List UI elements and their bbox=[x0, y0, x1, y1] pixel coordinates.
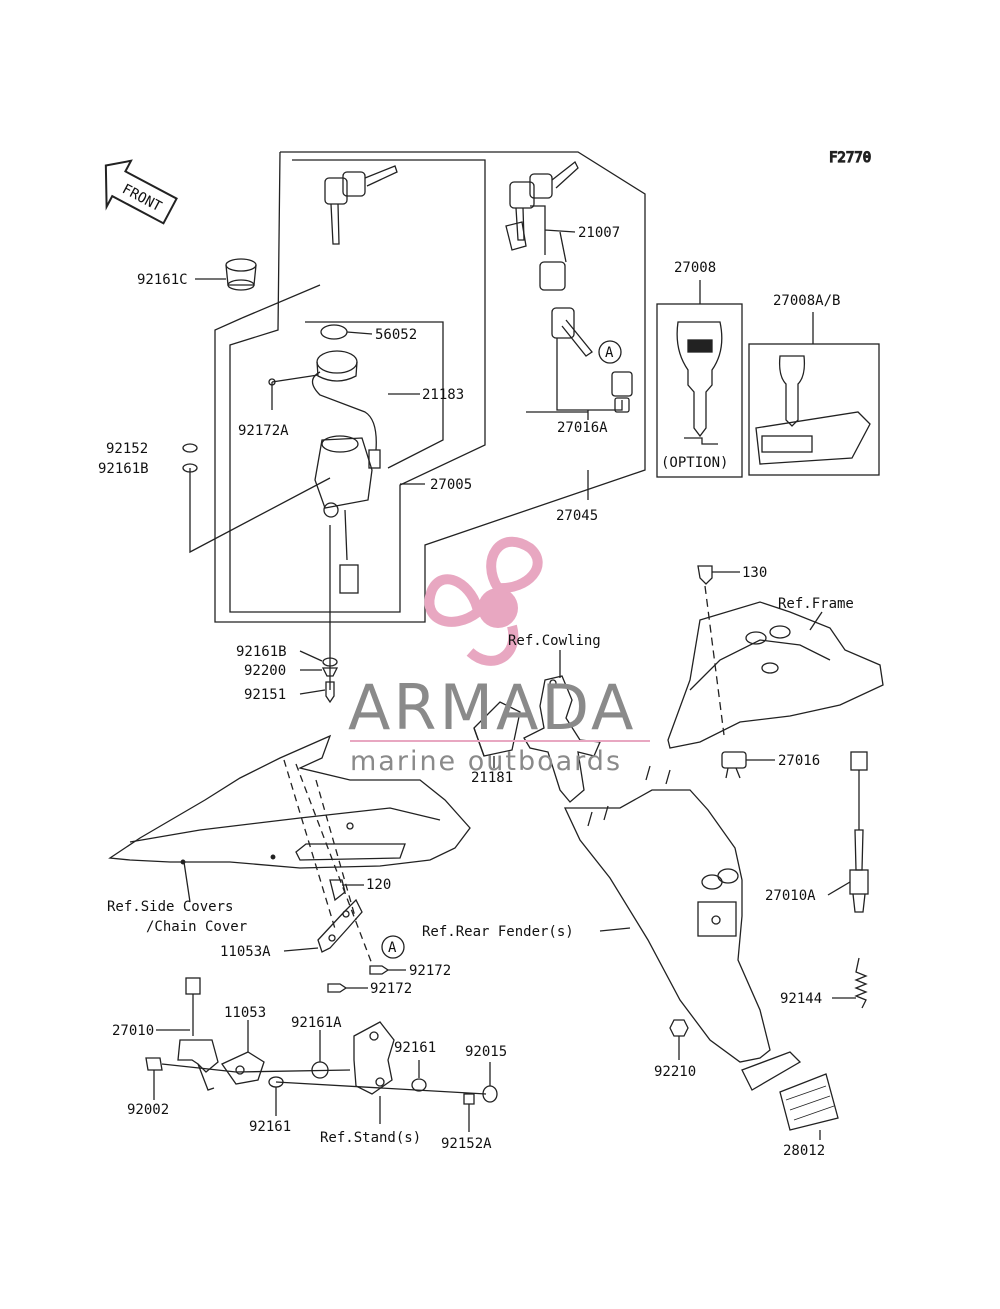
key-21007-left-icon bbox=[324, 165, 398, 245]
bolt-92151-icon bbox=[325, 681, 335, 704]
nut-92210-icon bbox=[669, 1019, 689, 1037]
watermark-brand: ARMADA bbox=[348, 671, 636, 744]
callout-92151: 92151 bbox=[244, 687, 286, 703]
callout-92161b-top: 92161B bbox=[98, 461, 149, 477]
callout-92200: 92200 bbox=[244, 663, 286, 679]
ref-side-covers-label: Ref.Side Covers bbox=[107, 899, 233, 915]
callout-11053: 11053 bbox=[224, 1005, 266, 1021]
callout-27016a: 27016A bbox=[557, 420, 608, 436]
set-outline-27045 bbox=[214, 151, 646, 623]
callout-92002: 92002 bbox=[127, 1102, 169, 1118]
callout-92210: 92210 bbox=[654, 1064, 696, 1080]
key-27008ab-icon bbox=[755, 355, 871, 465]
callout-92161-b: 92161 bbox=[249, 1119, 291, 1135]
washer-92161-a-icon bbox=[411, 1078, 427, 1092]
key-21007-right-icon bbox=[505, 160, 579, 251]
callout-27008ab: 27008A/B bbox=[773, 293, 840, 309]
leader-92161b-top bbox=[189, 468, 331, 554]
reflector-28012-icon bbox=[741, 1051, 839, 1131]
option-label: (OPTION) bbox=[661, 455, 728, 471]
callout-92015: 92015 bbox=[465, 1044, 507, 1060]
callout-92172-a: 92172 bbox=[409, 963, 451, 979]
front-arrow-icon: FRONT bbox=[104, 159, 178, 225]
ref-rear-fender-label: Ref.Rear Fender(s) bbox=[422, 924, 574, 940]
callout-21181: 21181 bbox=[471, 770, 513, 786]
watermark-logo-icon bbox=[424, 536, 543, 666]
washer-92152-icon bbox=[182, 443, 198, 453]
callout-92172-b: 92172 bbox=[370, 981, 412, 997]
callout-92161a: 92161A bbox=[291, 1015, 342, 1031]
callout-28012: 28012 bbox=[783, 1143, 825, 1159]
ref-stand-label: Ref.Stand(s) bbox=[320, 1130, 421, 1146]
callout-92161b-bottom: 92161B bbox=[236, 644, 287, 660]
callout-92152a: 92152A bbox=[441, 1136, 492, 1152]
callout-27005: 27005 bbox=[430, 477, 472, 493]
stand-ref-icon bbox=[353, 1021, 395, 1095]
cap-92161c-icon bbox=[225, 258, 257, 291]
callout-92152: 92152 bbox=[106, 441, 148, 457]
spring-92144-icon bbox=[854, 957, 868, 1009]
key-27016a-icon bbox=[539, 231, 633, 413]
figure-code: F2770 bbox=[829, 150, 871, 166]
marker-a-2: A bbox=[388, 940, 397, 956]
callout-21183: 21183 bbox=[422, 387, 464, 403]
set-outline-21183 bbox=[305, 321, 444, 469]
switch-27016-icon bbox=[721, 751, 747, 779]
switch-27010-icon bbox=[177, 977, 219, 1091]
bracket-11053-icon bbox=[221, 1051, 265, 1085]
frame-ref-icon bbox=[667, 601, 884, 749]
bolt-120-icon bbox=[329, 879, 346, 902]
callout-56052: 56052 bbox=[375, 327, 417, 343]
marker-a-1: A bbox=[605, 345, 614, 361]
antenna-21183-icon bbox=[311, 350, 381, 469]
chain-cover-label: /Chain Cover bbox=[146, 919, 247, 935]
watermark-tagline: marine outboards bbox=[350, 746, 622, 777]
screw-92172-b-icon bbox=[327, 983, 348, 993]
washer-92200-icon bbox=[321, 667, 339, 677]
side-cover-ref-icon bbox=[108, 734, 471, 869]
bracket-11053a-icon bbox=[317, 898, 363, 953]
callout-92161c: 92161C bbox=[137, 272, 188, 288]
ref-frame-label: Ref.Frame bbox=[778, 596, 854, 612]
callout-120: 120 bbox=[366, 877, 391, 893]
callout-11053a: 11053A bbox=[220, 944, 271, 960]
washer-92161b-icon bbox=[182, 463, 198, 473]
callout-27010a: 27010A bbox=[765, 888, 816, 904]
callout-92144: 92144 bbox=[780, 991, 822, 1007]
key-27008-icon bbox=[676, 321, 723, 445]
ref-cowling-label: Ref.Cowling bbox=[508, 633, 601, 649]
callout-27045: 27045 bbox=[556, 508, 598, 524]
callout-92161-a: 92161 bbox=[394, 1040, 436, 1056]
callout-27008: 27008 bbox=[674, 260, 716, 276]
key-27008-box bbox=[656, 303, 743, 478]
key-27008ab-box bbox=[748, 343, 880, 476]
callout-27010: 27010 bbox=[112, 1023, 154, 1039]
bolt-92002-icon bbox=[145, 1057, 163, 1071]
set-outline-27005 bbox=[229, 151, 486, 613]
bolt-130-icon bbox=[697, 565, 713, 585]
switch-27010a-icon bbox=[849, 751, 869, 913]
ring-56052-icon bbox=[320, 324, 348, 340]
ignition-switch-27005-icon bbox=[314, 435, 373, 594]
washer-92161b-bottom-icon bbox=[322, 657, 338, 667]
screw-92172-a-icon bbox=[369, 965, 390, 975]
svg-text:FRONT: FRONT bbox=[119, 181, 164, 215]
callout-21007: 21007 bbox=[578, 225, 620, 241]
cowling-bracket-icon bbox=[523, 675, 601, 803]
callout-92172a: 92172A bbox=[238, 423, 289, 439]
callout-27016: 27016 bbox=[778, 753, 820, 769]
callout-130: 130 bbox=[742, 565, 767, 581]
rear-fender-ref-icon bbox=[563, 765, 771, 1063]
pin-92152a-icon bbox=[463, 1093, 475, 1105]
